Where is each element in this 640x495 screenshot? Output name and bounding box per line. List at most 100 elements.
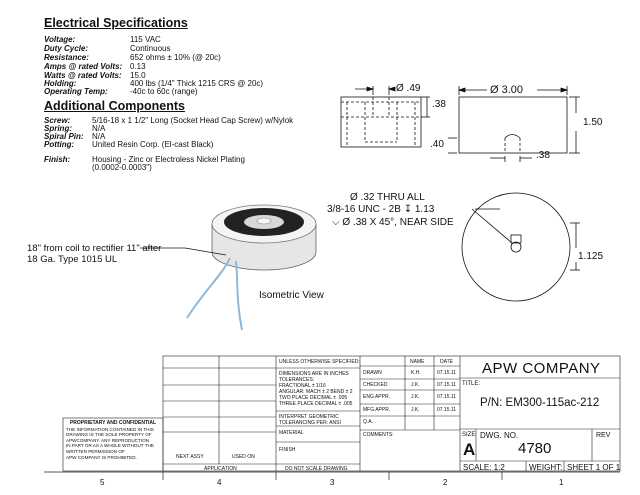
dim-38-front: .38 bbox=[536, 150, 550, 161]
spec-key: Voltage: bbox=[44, 35, 76, 44]
spec-value: 0.13 bbox=[130, 62, 146, 71]
sheet-border bbox=[44, 471, 620, 480]
signoff-label: DRAWN bbox=[363, 370, 382, 376]
tol-line-4: ANGULAR: MACH ± 2 BEND ± 2 bbox=[279, 389, 353, 395]
lead-note-line-1: 18" from coil to rectifier 11" after bbox=[27, 243, 162, 254]
spec-key: Amps @ rated Volts: bbox=[44, 62, 123, 71]
finish-label: FINISH bbox=[279, 447, 296, 453]
tol-line-3: FRACTIONAL ± 1/16 bbox=[279, 383, 326, 389]
signoff-label: ENG APPR. bbox=[363, 394, 390, 400]
title-block-grid bbox=[162, 355, 621, 472]
tol-line-2: TOLERANCES: bbox=[279, 377, 315, 383]
lead-leader-line bbox=[184, 247, 227, 256]
tol-line-5: TWO PLACE DECIMAL ± .005 bbox=[279, 395, 348, 401]
finish-key: Finish: bbox=[44, 155, 71, 164]
application-label: APPLICATION bbox=[204, 466, 237, 472]
signoff-label: MFG APPR. bbox=[363, 407, 391, 413]
rev-label: REV bbox=[596, 432, 611, 439]
proprietary-line: APWCOMPANY. ANY REPRODUCTION bbox=[66, 437, 149, 443]
callout-thru: Ø .32 THRU ALL bbox=[350, 192, 425, 203]
lead-note-line-2: 18 Ga. Type 1015 UL bbox=[27, 254, 118, 265]
proprietary-box bbox=[62, 417, 164, 472]
side-view bbox=[340, 86, 430, 148]
component-key: Screw: bbox=[44, 116, 71, 125]
component-value: 5/16-18 x 1 1/2" Long (Socket Head Cap S… bbox=[92, 116, 294, 125]
finish-value: Housing - Zinc or Electroless Nickel Pla… bbox=[92, 155, 245, 164]
spec-value: -40c to 60c (range) bbox=[130, 87, 198, 96]
dim-diameter-300: Ø 3.00 bbox=[490, 84, 524, 96]
dim-150: 1.50 bbox=[583, 117, 603, 128]
signoff-name: J.K. bbox=[411, 407, 420, 413]
size-value: A bbox=[463, 440, 476, 459]
signoff-label: COMMENTS: bbox=[363, 432, 394, 438]
dim-diameter-49: Ø .49 bbox=[396, 83, 421, 94]
callout-thread: 3/8-16 UNC - 2B ↧ 1.13 bbox=[327, 204, 435, 215]
front-view bbox=[448, 86, 580, 162]
zone-label: 5 bbox=[100, 478, 105, 487]
signoff-date: 07.15.11 bbox=[437, 370, 457, 376]
interpret-line-1: INTERPRET GEOMETRIC bbox=[279, 414, 339, 420]
proprietary-line: WRITTEN PERMISSION OF bbox=[66, 448, 125, 454]
component-key: Spiral Pin: bbox=[44, 132, 84, 141]
zone-label: 3 bbox=[330, 478, 335, 487]
unless-specified: UNLESS OTHERWISE SPECIFIED: bbox=[279, 359, 360, 365]
interpret-line-2: TOLERANCING PER: ANSI bbox=[279, 420, 341, 426]
used-on-label: USED ON bbox=[232, 454, 255, 460]
zone-label: 2 bbox=[443, 478, 448, 487]
spec-key: Duty Cycle: bbox=[44, 44, 89, 53]
component-value: United Resin Corp. (El-cast Black) bbox=[92, 140, 214, 149]
proprietary-notice: PROPRIETARY AND CONFIDENTIAL THE INFORMA… bbox=[66, 420, 160, 460]
dim-38-side: .38 bbox=[432, 99, 446, 110]
isometric-magnet bbox=[186, 204, 317, 331]
scale-label: SCALE: 1:2 bbox=[463, 463, 505, 472]
signoff-date: 07.15.11 bbox=[437, 382, 457, 388]
company-name: APW COMPANY bbox=[482, 360, 601, 377]
weight-label: WEIGHT: bbox=[529, 463, 563, 472]
zone-label: 4 bbox=[217, 478, 222, 487]
signoff-name: K.H. bbox=[411, 370, 421, 376]
proprietary-title: PROPRIETARY AND CONFIDENTIAL bbox=[69, 420, 157, 426]
tol-line-1: DIMENSIONS ARE IN INCHES bbox=[279, 371, 349, 377]
signoff-date: 07.15.11 bbox=[437, 394, 457, 400]
dim-40: .40 bbox=[430, 139, 444, 150]
proprietary-line: APW COMPANY IS PROHIBITED. bbox=[66, 454, 137, 460]
dwg-number: 4780 bbox=[518, 440, 552, 457]
title-label: TITLE: bbox=[462, 381, 481, 387]
spec-value: 115 VAC bbox=[130, 35, 161, 44]
electrical-specs-heading: Electrical Specifications bbox=[44, 16, 188, 30]
signoff-label: Q.A. bbox=[363, 419, 374, 425]
spec-value: 652 ohms ± 10% (@ 20c) bbox=[130, 53, 221, 62]
size-label: SIZE bbox=[462, 432, 476, 438]
spec-key: Resistance: bbox=[44, 53, 89, 62]
components-heading: Additional Components bbox=[44, 99, 185, 113]
dim-1125: 1.125 bbox=[578, 251, 604, 262]
proprietary-line: IN PART OR AS A WHOLE WITHOUT THE bbox=[66, 443, 154, 449]
isometric-view-label: Isometric View bbox=[259, 290, 324, 301]
proprietary-line: DRAWING IS THE SOLE PROPERTY OF bbox=[66, 432, 152, 438]
signoff-name: J.K. bbox=[411, 394, 420, 400]
spec-key: Watts @ rated Volts: bbox=[44, 71, 122, 80]
zone-label: 1 bbox=[559, 478, 564, 487]
component-value: N/A bbox=[92, 124, 106, 133]
spec-key: Holding: bbox=[44, 79, 77, 88]
spec-value: Continuous bbox=[130, 44, 171, 53]
lead-note: 18" from coil to rectifier 11" after 18 … bbox=[27, 243, 161, 265]
spec-key: Operating Temp: bbox=[44, 87, 108, 96]
spec-value: 400 lbs (1/4" Thick 1215 CRS @ 20c) bbox=[130, 79, 264, 88]
component-value: N/A bbox=[92, 132, 106, 141]
signoff-name: J.K. bbox=[411, 382, 420, 388]
finish-value-2: (0.0002-0.0003") bbox=[92, 163, 152, 172]
dwg-no-label: DWG. NO. bbox=[480, 431, 519, 440]
signoff-label: CHECKED bbox=[363, 382, 388, 388]
next-assy-label: NEXT ASSY bbox=[176, 454, 204, 460]
part-number: P/N: EM300-115ac-212 bbox=[480, 397, 600, 409]
component-key: Potting: bbox=[44, 140, 75, 149]
spec-value: 15.0 bbox=[130, 71, 146, 80]
proprietary-line: THE INFORMATION CONTAINED IN THIS bbox=[66, 426, 154, 432]
sheet-label: SHEET 1 OF 1 bbox=[567, 463, 621, 472]
tol-line-6: THREE PLACE DECIMAL ± .005 bbox=[279, 401, 353, 407]
name-header: NAME bbox=[410, 359, 425, 365]
component-key: Spring: bbox=[44, 124, 72, 133]
date-header: DATE bbox=[440, 359, 453, 365]
